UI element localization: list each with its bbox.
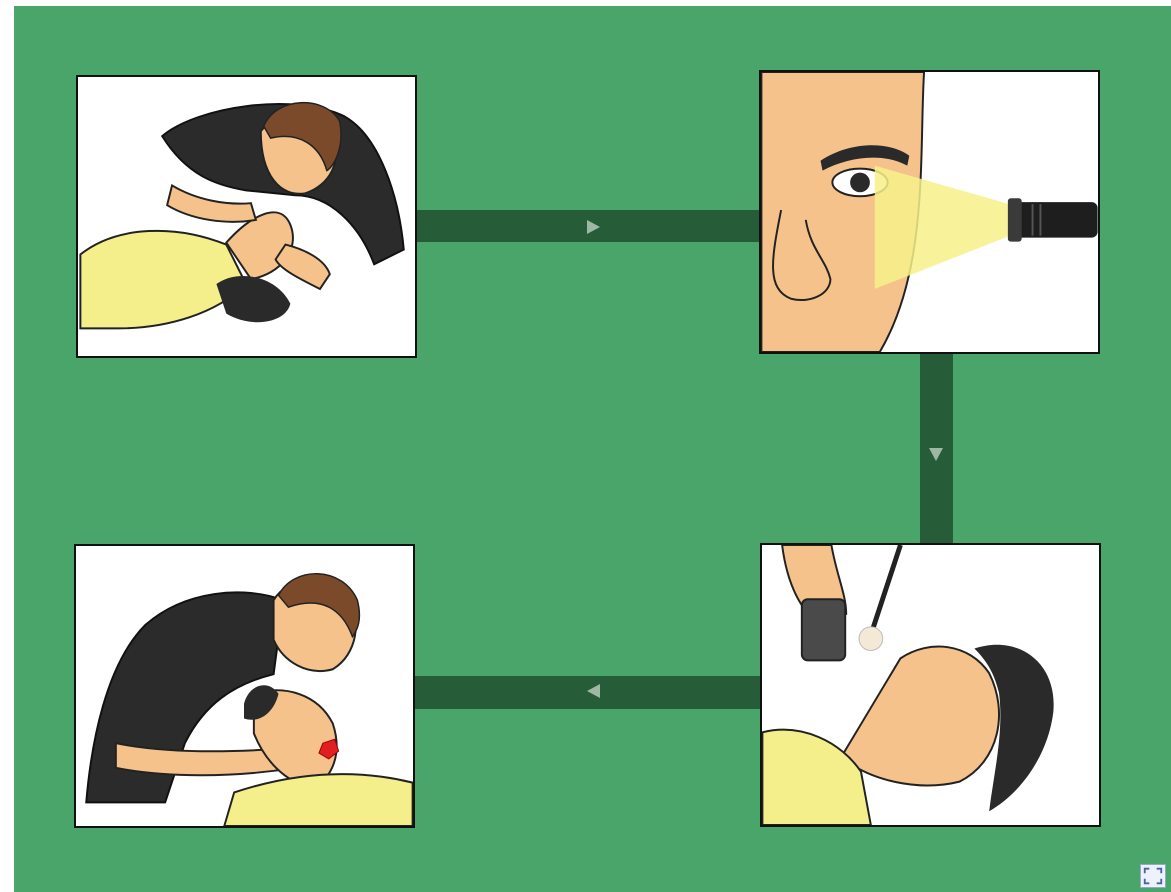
rescuer-pulse-illustration: [76, 546, 413, 826]
rescuer-head-tilt-illustration: [78, 77, 415, 356]
arrow-down-icon: [928, 446, 944, 462]
fullscreen-button[interactable]: [1140, 864, 1166, 888]
arrow-left-icon: [586, 683, 602, 699]
arrow-right-icon: [585, 219, 601, 235]
mirror-cotton-illustration: [762, 545, 1099, 825]
panel-airway-check: [76, 75, 417, 358]
panel-breath-check: [760, 543, 1101, 827]
cycle-diagram: [14, 6, 1171, 892]
panel-pupil-check: [759, 70, 1100, 354]
penlight-eye-illustration: [761, 72, 1098, 352]
expand-arrows-icon: [1141, 865, 1165, 887]
panel-pulse-check: [74, 544, 415, 828]
